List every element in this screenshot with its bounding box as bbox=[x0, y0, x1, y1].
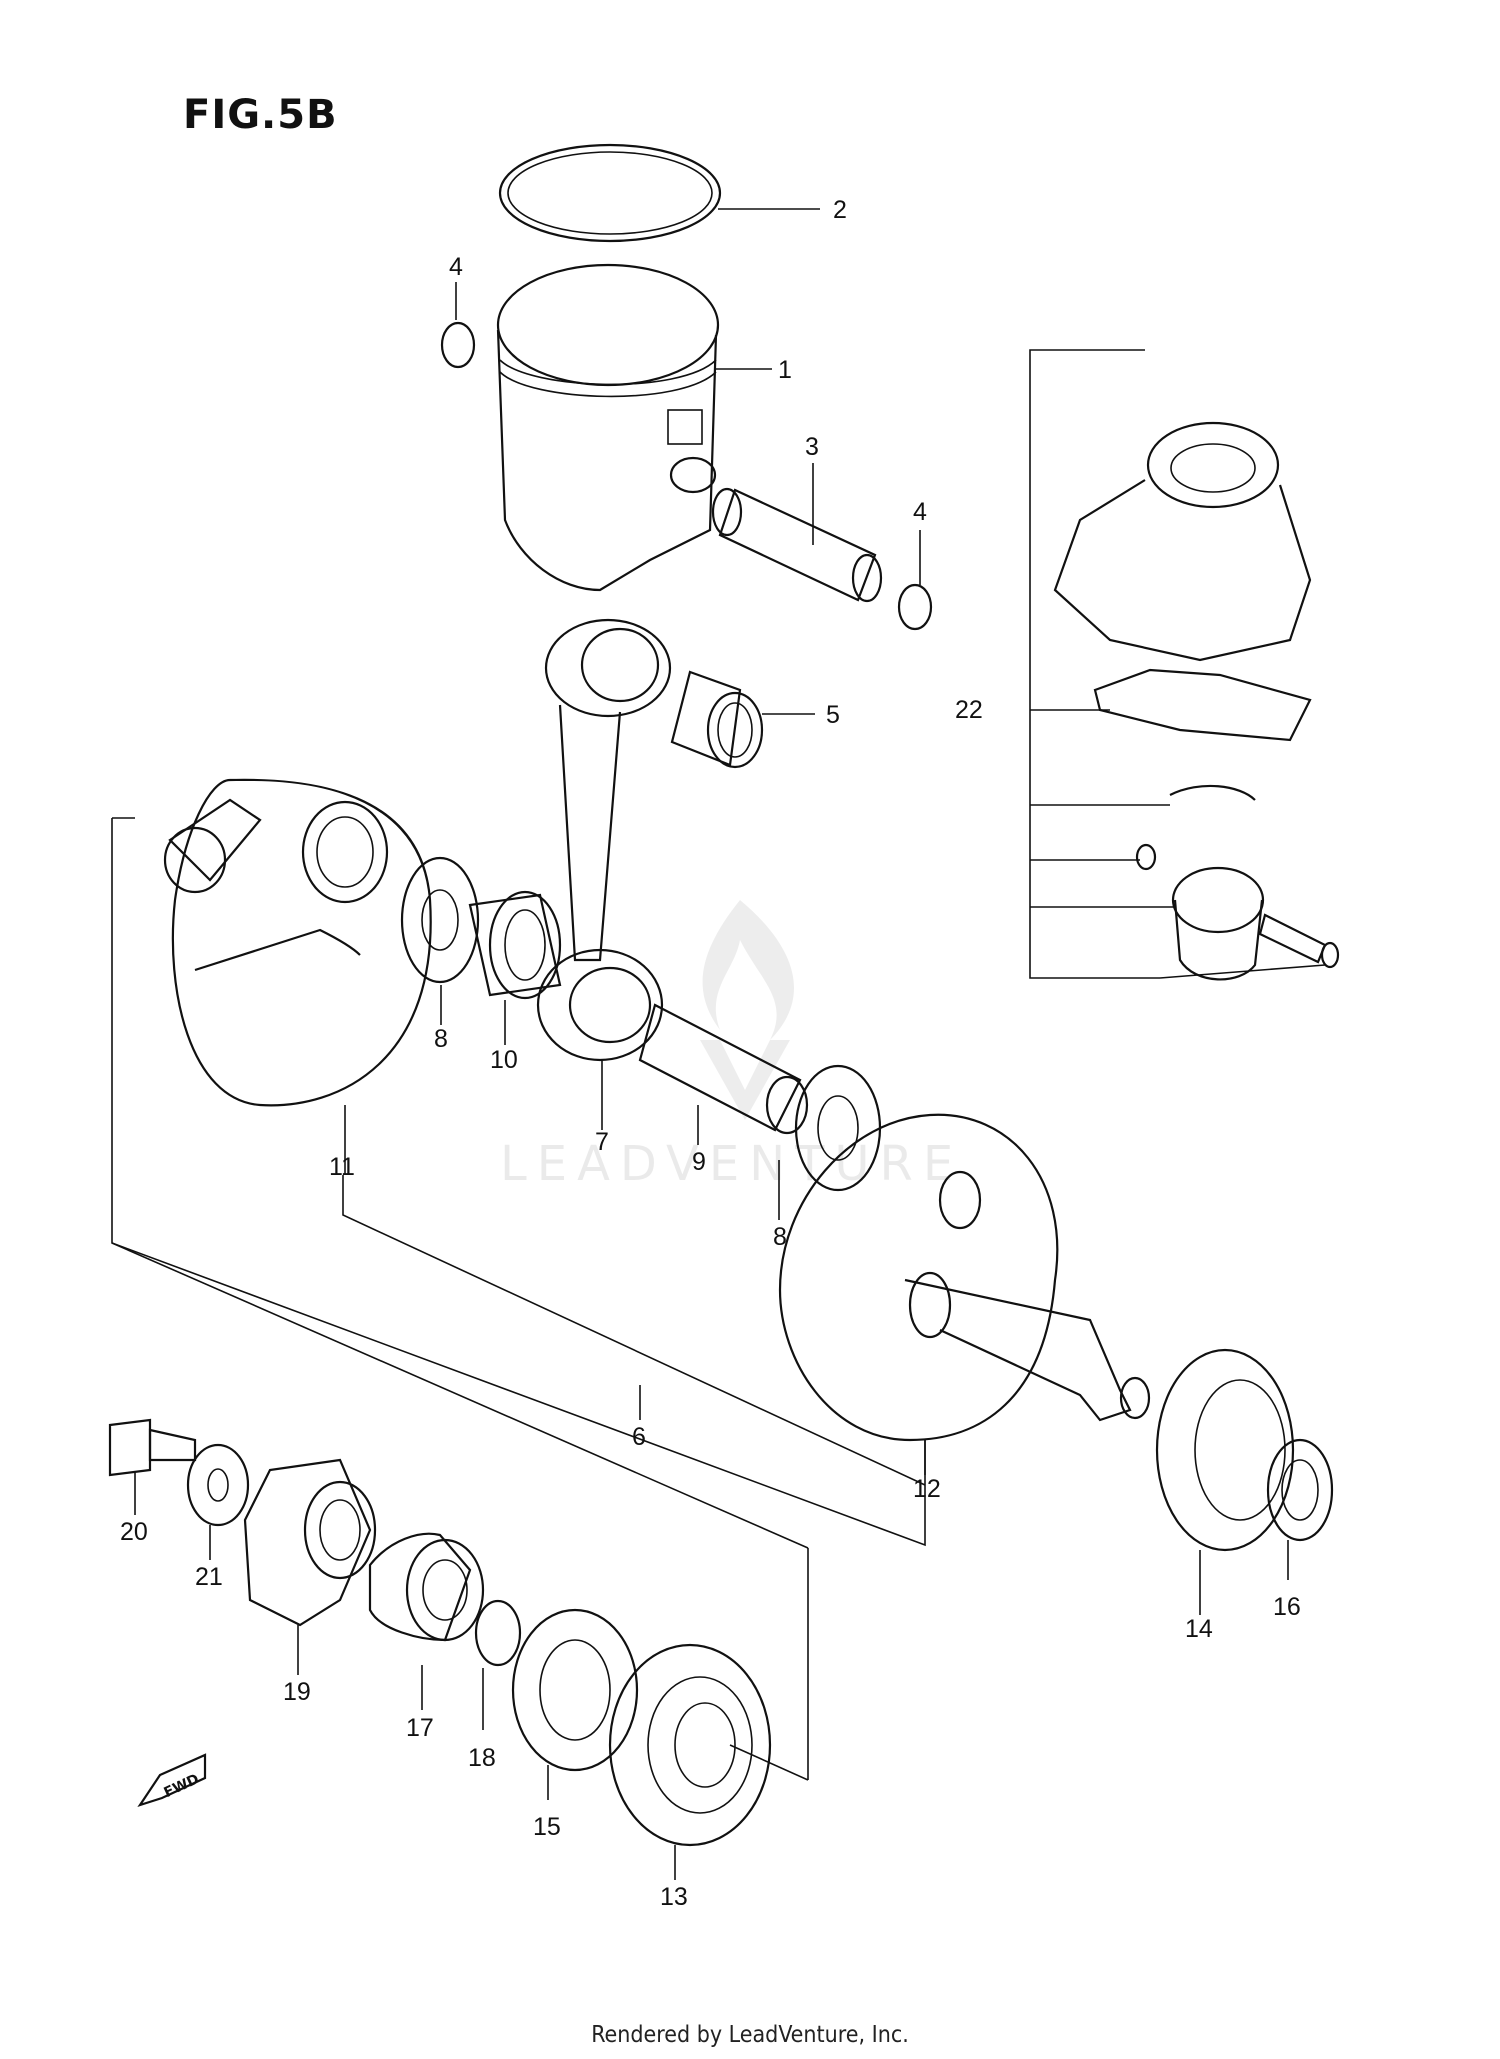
thrust-washer-part bbox=[400, 856, 480, 984]
callout-18: 18 bbox=[468, 1744, 496, 1772]
crank-half-right-part bbox=[778, 1113, 1151, 1442]
small-end-needle-bearing-part bbox=[670, 670, 764, 769]
callout-21: 21 bbox=[195, 1563, 223, 1591]
footer-credit: Rendered by LeadVenture, Inc. bbox=[591, 2022, 909, 2048]
callout-19: 19 bbox=[283, 1678, 311, 1706]
cylinder-kit-bracket bbox=[1029, 349, 1160, 979]
right-main-bearing-part bbox=[1155, 1348, 1295, 1552]
piston-part bbox=[496, 263, 720, 592]
right-oil-seal-part bbox=[1266, 1438, 1334, 1542]
callout-14: 14 bbox=[1185, 1615, 1213, 1643]
piston-pin-circlip-part-2 bbox=[897, 583, 933, 631]
callout-6: 6 bbox=[632, 1423, 646, 1451]
crank-washer-part bbox=[186, 1443, 250, 1527]
callout-11: 11 bbox=[329, 1153, 355, 1181]
callout-9: 9 bbox=[692, 1148, 706, 1176]
callout-4a: 4 bbox=[449, 253, 463, 281]
piston-ring-part bbox=[498, 143, 722, 243]
crank-pin-needle-bearing-part bbox=[468, 890, 562, 1000]
piston-pin-circlip-part bbox=[440, 321, 476, 369]
left-oil-seal-part bbox=[511, 1608, 639, 1772]
crank-half-left-part bbox=[163, 778, 432, 1107]
crank-pin-part bbox=[638, 1003, 809, 1135]
watermark-logo bbox=[700, 900, 794, 1120]
crank-bolt-part bbox=[108, 1418, 197, 1477]
o-ring-part bbox=[474, 1599, 522, 1667]
left-main-bearing-part bbox=[608, 1643, 772, 1847]
callout-4b: 4 bbox=[913, 498, 927, 526]
crankshaft-assembly-bracket bbox=[111, 818, 926, 1547]
cylinder-kit-part bbox=[1053, 421, 1340, 981]
fwd-arrow-icon: FWD bbox=[137, 1753, 207, 1807]
piston-pin-part bbox=[711, 487, 883, 603]
callout-10: 10 bbox=[490, 1046, 518, 1074]
callout-13: 13 bbox=[660, 1883, 688, 1911]
crank-spacer-part bbox=[368, 1532, 485, 1642]
callout-17: 17 bbox=[406, 1714, 434, 1742]
callout-12: 12 bbox=[913, 1475, 941, 1503]
callout-1: 1 bbox=[778, 356, 792, 384]
svg-text:FWD: FWD bbox=[162, 1771, 202, 1801]
callout-20: 20 bbox=[120, 1518, 148, 1546]
callout-16: 16 bbox=[1273, 1593, 1301, 1621]
callout-3: 3 bbox=[805, 433, 819, 461]
callout-2: 2 bbox=[833, 196, 847, 224]
watermark-text: LEADVENTURE bbox=[500, 1136, 963, 1192]
callout-7: 7 bbox=[595, 1128, 609, 1156]
callout-22: 22 bbox=[955, 696, 983, 724]
callout-8b: 8 bbox=[773, 1223, 787, 1251]
callout-15: 15 bbox=[533, 1813, 561, 1841]
callout-5: 5 bbox=[826, 701, 840, 729]
callout-8a: 8 bbox=[434, 1025, 448, 1053]
primary-drive-gear-part bbox=[243, 1458, 377, 1627]
figure-title: FIG.5B bbox=[183, 92, 338, 138]
connecting-rod-part bbox=[536, 618, 672, 1062]
